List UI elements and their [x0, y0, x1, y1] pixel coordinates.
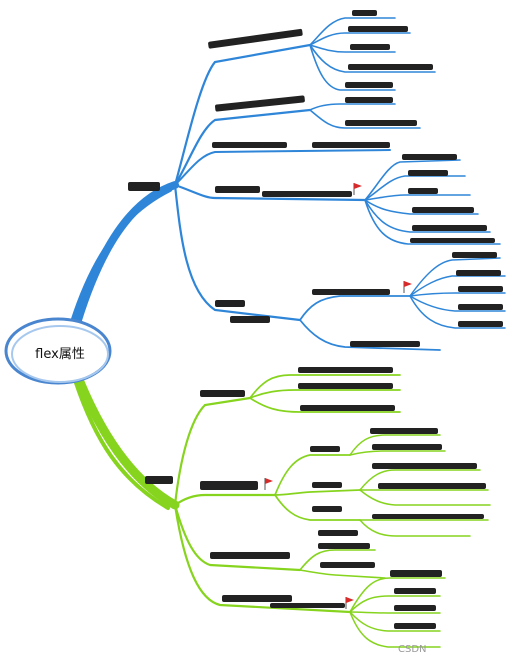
- upper-leaf-label: [350, 341, 420, 347]
- lower-branch-link: [173, 396, 252, 507]
- upper-node-label: [262, 191, 352, 197]
- upper-node-label: [312, 142, 390, 148]
- upper-leaf-label: [348, 64, 433, 70]
- lower-leaf-label: [312, 482, 342, 488]
- flag-icon: [403, 281, 412, 293]
- lower-labels: [145, 367, 486, 629]
- root-node: flex属性: [4, 317, 112, 385]
- lower-leaf-label: [394, 623, 436, 629]
- lower-leaf-label: [394, 588, 436, 594]
- lower-leaf-label: [298, 383, 393, 389]
- upper-leaf-label: [345, 120, 417, 126]
- lower-leaf-label: [390, 570, 442, 577]
- lower-leaf-label: [370, 428, 438, 434]
- lower-leaf-label: [372, 444, 442, 450]
- lower-leaf-label: [372, 463, 477, 469]
- upper-leaf-label: [412, 225, 487, 231]
- upper-leaf-label: [412, 207, 474, 213]
- lower-node-label: [222, 595, 292, 602]
- upper-node-label: [212, 142, 287, 148]
- lower-leaf-label: [378, 483, 486, 489]
- upper-leaf-label: [408, 170, 448, 176]
- upper-branch-link: [173, 108, 312, 187]
- flag-icon: [264, 478, 273, 490]
- upper-leaf-label: [345, 97, 393, 103]
- upper-node-label: [215, 186, 260, 193]
- upper-labels: [128, 10, 503, 347]
- upper-branch-link: [174, 149, 391, 186]
- upper-trunk: [74, 181, 179, 324]
- lower-trunk: [75, 377, 180, 510]
- lower-branch-link: [173, 503, 352, 614]
- lower-leaf-label: [394, 605, 436, 611]
- lower-leaf-label: [318, 543, 370, 549]
- lower-branch-link: [173, 503, 302, 572]
- lower-leaf-label: [300, 405, 395, 411]
- upper-leaf-label: [345, 82, 393, 88]
- lower-node-label: [145, 476, 173, 484]
- flag-icon: [345, 597, 354, 609]
- flag-icon: [353, 183, 362, 195]
- upper-node-label: [215, 95, 305, 112]
- upper-branch: [70, 17, 506, 351]
- upper-node-label: [215, 300, 245, 307]
- lower-leaf-label: [298, 367, 393, 373]
- lower-flags: [264, 478, 354, 609]
- upper-leaf-label: [402, 154, 457, 160]
- lower-node-label: [200, 481, 258, 490]
- lower-leaf-label: [310, 446, 340, 452]
- upper-leaf-label: [458, 286, 503, 292]
- watermark-text: CSDN: [398, 644, 427, 655]
- upper-flags: [353, 183, 412, 293]
- lower-leaf-label: [312, 506, 342, 512]
- lower-branch: [73, 374, 491, 648]
- upper-leaf-label: [410, 238, 495, 243]
- lower-branch-link: [173, 493, 277, 507]
- lower-leaf-label: [318, 530, 358, 536]
- upper-leaf-label: [408, 188, 438, 194]
- lower-node-label: [210, 552, 290, 559]
- upper-node-label: [208, 28, 303, 49]
- upper-branch-link: [173, 183, 367, 202]
- upper-branch-link: [173, 183, 302, 322]
- lower-node-label: [270, 603, 345, 608]
- lower-leaf-label: [372, 514, 484, 519]
- upper-leaf-label: [350, 44, 390, 50]
- upper-branch-link: [173, 43, 312, 187]
- upper-leaf-label: [352, 10, 377, 16]
- lower-leaf-label: [320, 562, 375, 568]
- upper-leaf-label: [458, 304, 503, 310]
- upper-node-label: [128, 182, 160, 191]
- upper-leaf-label: [456, 270, 501, 276]
- upper-leaf-label: [452, 252, 497, 258]
- upper-leaf-label: [458, 321, 503, 327]
- upper-node-label: [230, 316, 270, 323]
- upper-leaf-label: [312, 289, 390, 295]
- lower-node-label: [200, 390, 245, 397]
- upper-leaf-label: [348, 26, 408, 32]
- root-label: flex属性: [35, 347, 85, 362]
